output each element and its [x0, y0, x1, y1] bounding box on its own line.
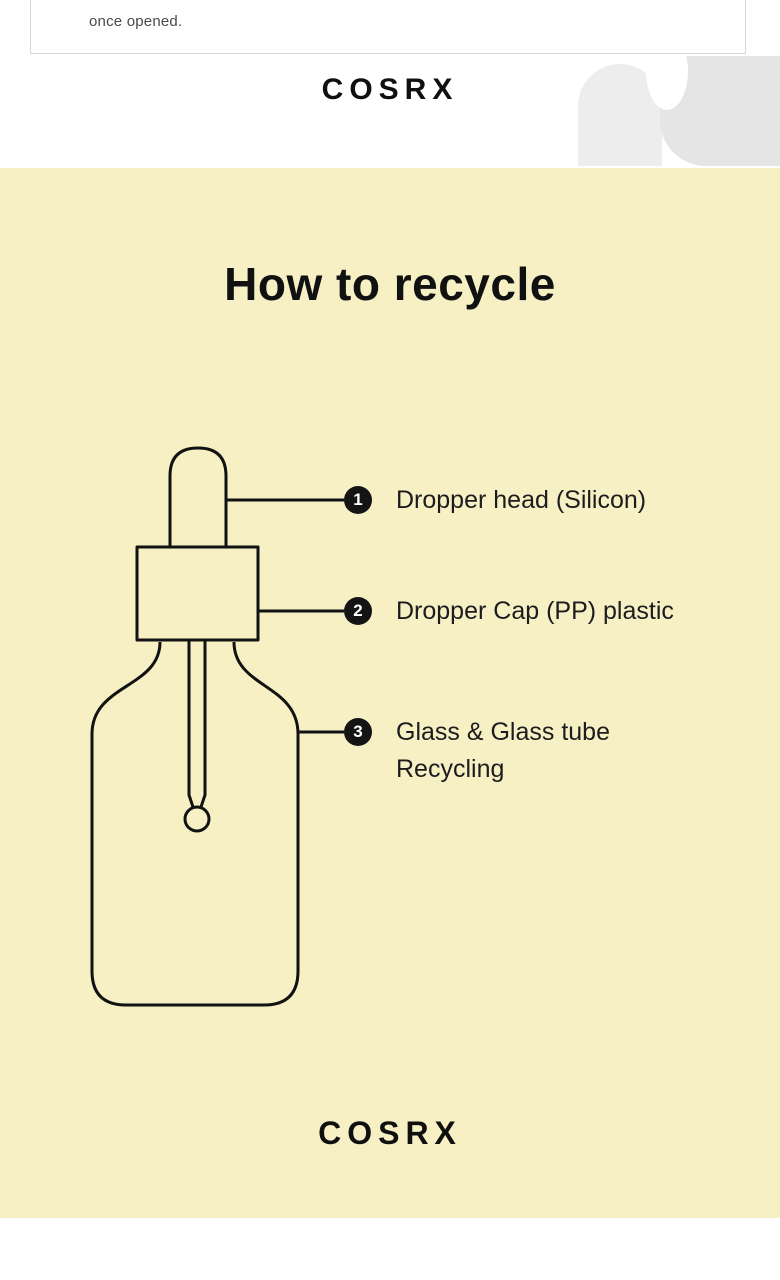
recycle-panel: How to recycle 1 Dropper head (Silicon)	[0, 168, 780, 1218]
callout-glass-body: 3 Glass & Glass tube Recycling	[344, 718, 610, 788]
number-badge-2: 2	[344, 597, 372, 625]
recycle-diagram	[90, 446, 344, 1007]
previous-section-box: once opened.	[30, 0, 746, 54]
brand-logo-top: COSRX	[321, 73, 459, 106]
callout-line: Glass & Glass tube	[396, 718, 610, 746]
callout-line: Dropper head (Silicon)	[396, 486, 647, 514]
section-title: How to recycle	[224, 258, 556, 310]
callout-label: Glass & Glass tube Recycling	[396, 714, 610, 788]
dropper-head-outline	[168, 446, 228, 547]
pipette-bulb	[183, 805, 211, 833]
callout-dropper-head: 1 Dropper head (Silicon)	[344, 486, 646, 519]
number-badge-1: 1	[344, 486, 372, 514]
callout-line: Recycling	[396, 755, 505, 783]
cutoff-note-text: once opened.	[89, 13, 183, 30]
callout-dropper-cap: 2 Dropper Cap (PP) plastic	[344, 597, 674, 630]
bottle-outline	[90, 641, 300, 1007]
callout-label: Dropper head (Silicon)	[396, 482, 646, 519]
brand-logo-bottom: COSRX	[318, 1115, 462, 1151]
number-badge-3: 3	[344, 718, 372, 746]
pipette-tube	[187, 640, 207, 808]
dropper-cap-outline	[135, 545, 260, 642]
product-photo-fragment	[562, 56, 780, 166]
callout-label: Dropper Cap (PP) plastic	[396, 593, 674, 630]
callout-line: Dropper Cap (PP) plastic	[396, 597, 674, 625]
